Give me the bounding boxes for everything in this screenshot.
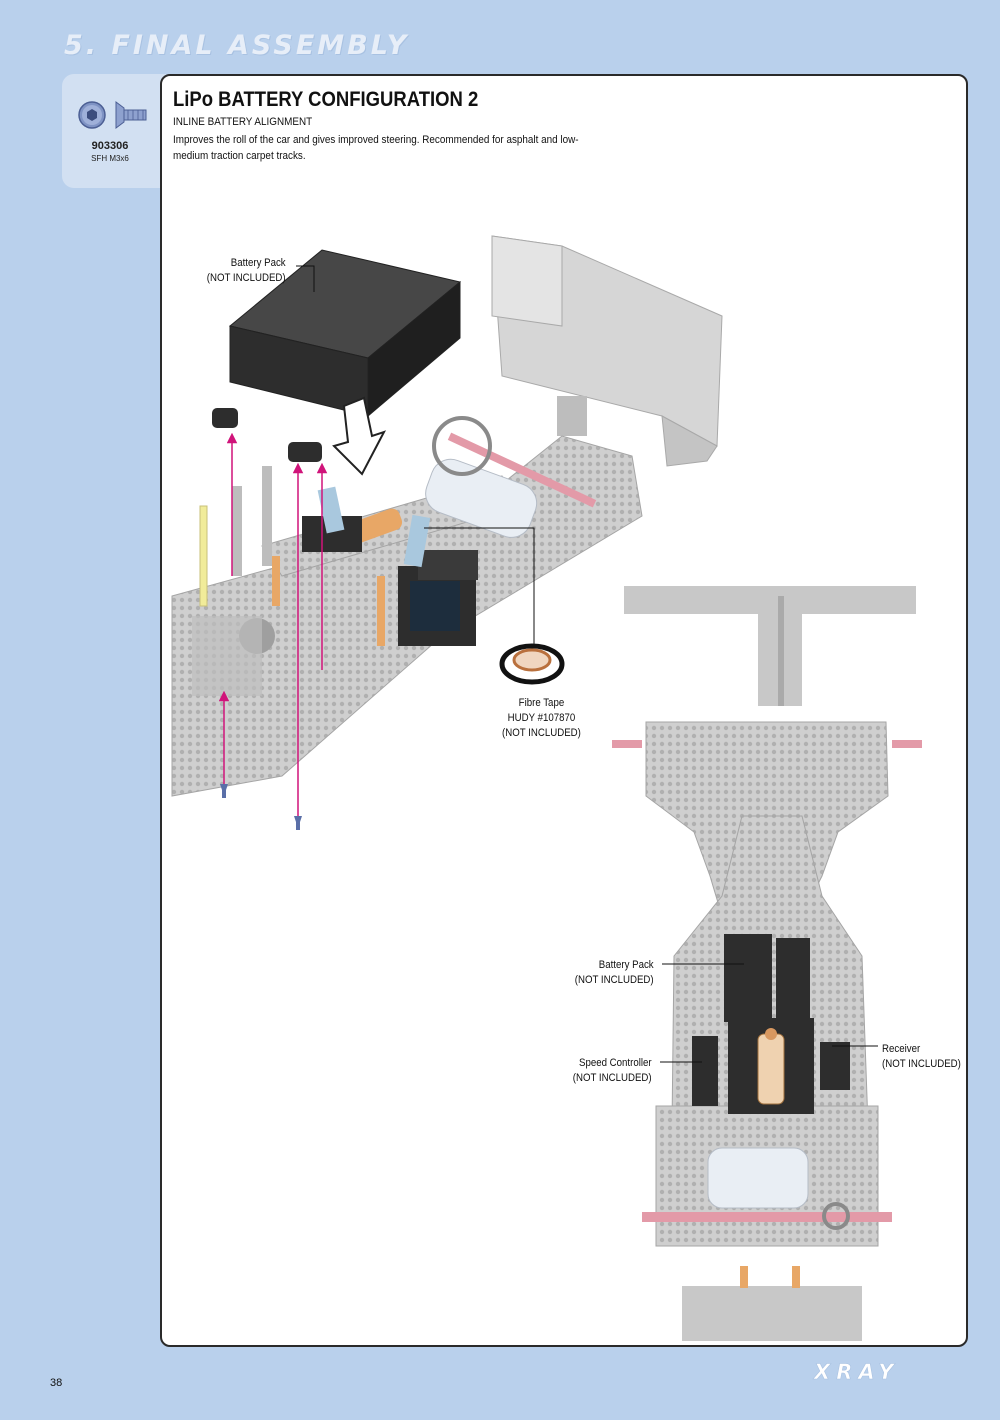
battery-top-leader [296, 265, 315, 292]
battery-holder-2 [288, 442, 322, 462]
speed-controller-top [692, 1036, 718, 1106]
battery-pack-bottom-label: Battery Pack (NOT INCLUDED) [575, 959, 654, 986]
top-view [612, 586, 922, 1341]
receiver-top [820, 1042, 850, 1090]
speed-controller-label: Speed Controller (NOT INCLUDED) [573, 1057, 652, 1084]
xray-logo: XRAY [812, 1360, 899, 1382]
flat-head-screw-icon [115, 101, 147, 129]
part-bag-box: 903306 SFH M3x6 [62, 74, 166, 188]
page-number: 38 [50, 1377, 63, 1389]
speed-controller [398, 550, 478, 646]
battery-pack-bottom [724, 934, 772, 1022]
exploded-view [171, 235, 723, 830]
screw-1 [294, 816, 302, 830]
fibre-tape-roll [499, 643, 565, 685]
battery-pack-top-label: Battery Pack (NOT INCLUDED) [207, 257, 286, 284]
svg-text:XRAY: XRAY [812, 1360, 899, 1382]
battery-pack-top [228, 249, 462, 418]
part-icons [78, 98, 148, 139]
step-title: LiPo BATTERY CONFIGURATION 2 [173, 88, 479, 111]
fibre-tape-strip-2 [403, 514, 431, 568]
section-title: 5. FINAL ASSEMBLY [64, 30, 410, 61]
assembly-diagram [171, 235, 922, 1341]
receiver-label: Receiver (NOT INCLUDED) [882, 1043, 961, 1070]
step-subtitle: INLINE BATTERY ALIGNMENT [173, 116, 313, 128]
screw-head-icon [78, 101, 106, 129]
step-description: Improves the roll of the car and gives i… [173, 134, 579, 162]
fibre-tape-strip-1 [317, 486, 345, 534]
part-description: SFH M3x6 [91, 154, 129, 163]
fibre-tape-leader [424, 527, 535, 646]
part-number: 903306 [91, 140, 129, 152]
step-panel: LiPo BATTERY CONFIGURATION 2 INLINE BATT… [160, 74, 968, 1347]
insert-arrow [332, 396, 387, 476]
rear-wing [491, 235, 723, 467]
screw-2 [220, 784, 228, 798]
battery-holder-1 [212, 408, 238, 428]
fibre-tape-label: Fibre Tape HUDY #107870 (NOT INCLUDED) [502, 697, 581, 739]
